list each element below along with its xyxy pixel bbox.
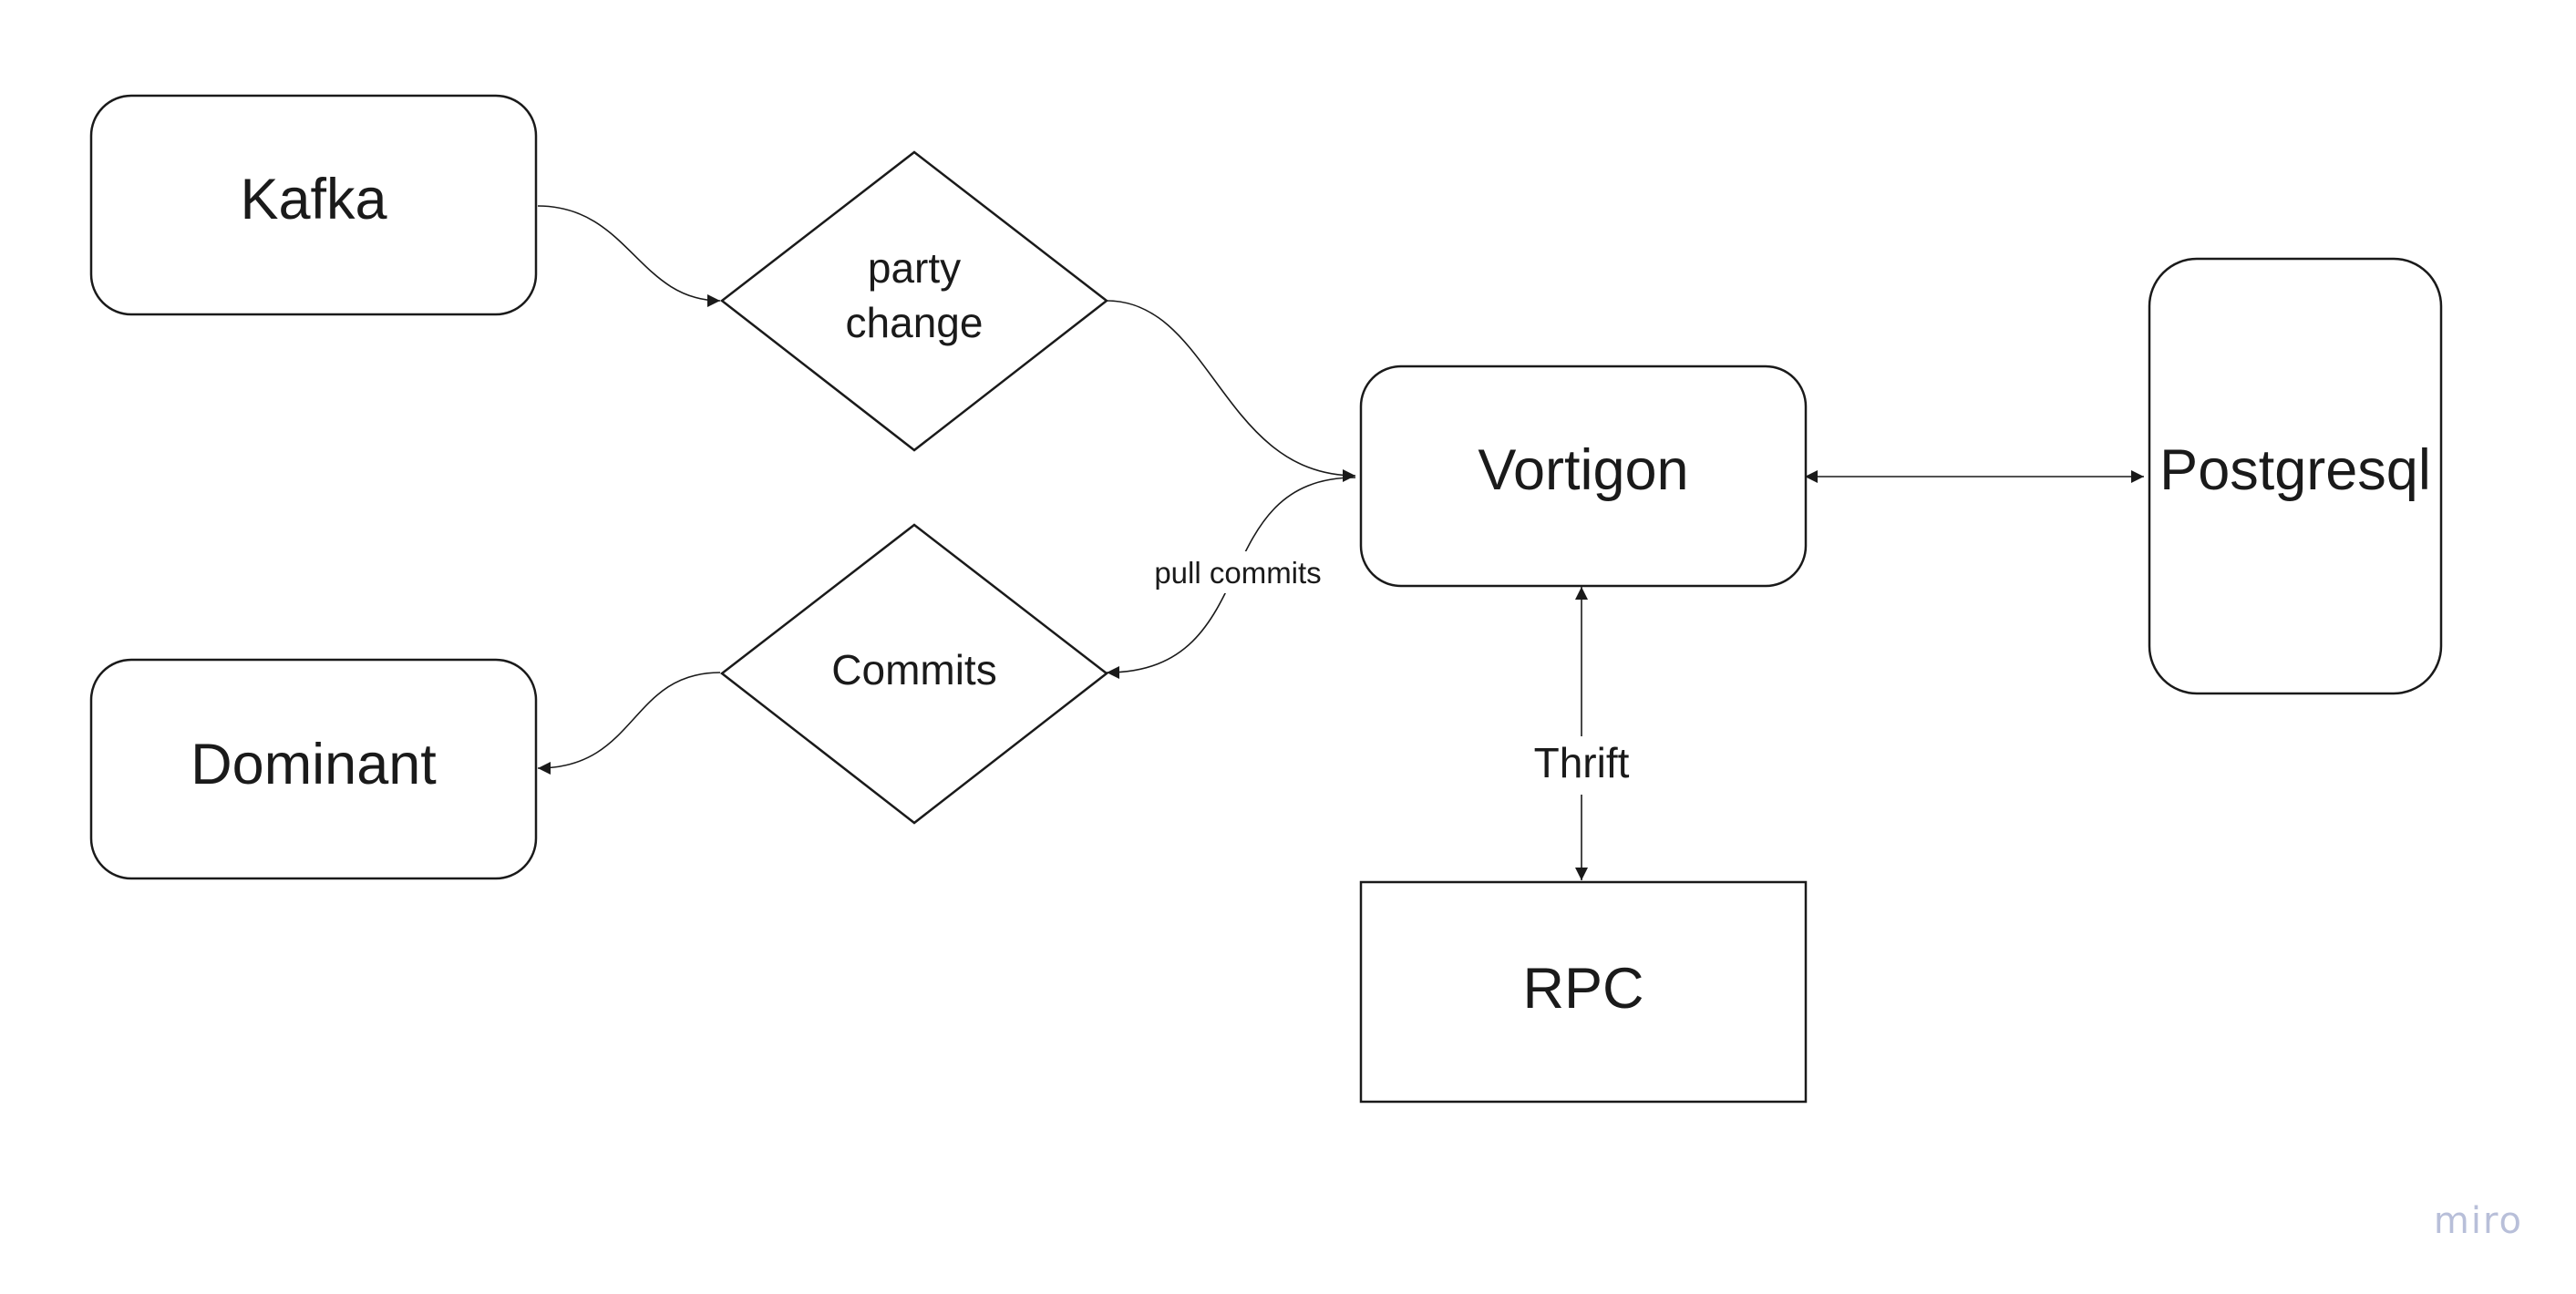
node-party-change-label-line2: change: [846, 299, 984, 346]
node-commits-label: Commits: [831, 646, 996, 693]
edge-commits-to-dominant: [537, 672, 721, 775]
miro-watermark: miro: [2434, 1200, 2523, 1242]
edge-kafka-to-party-change: [537, 205, 721, 307]
edge-label-pull-commits: pull commits: [1154, 556, 1321, 590]
edge-party-change-to-vortigon: [1106, 300, 1356, 482]
node-party-change[interactable]: party change: [719, 150, 1109, 452]
node-kafka-label: Kafka: [240, 168, 387, 231]
node-postgresql[interactable]: Postgresql: [2148, 257, 2443, 695]
node-kafka[interactable]: Kafka: [89, 94, 538, 316]
node-postgresql-label: Postgresql: [2159, 438, 2431, 502]
node-party-change-label-line1: party: [868, 244, 961, 292]
thrift-label-bg: [1522, 736, 1641, 795]
pull-commits-label-bg: [1156, 551, 1320, 593]
node-commits[interactable]: Commits: [719, 523, 1109, 825]
node-dominant[interactable]: Dominant: [89, 658, 538, 880]
node-dominant-label: Dominant: [191, 733, 437, 796]
node-rpc-label: RPC: [1522, 957, 1643, 1021]
node-vortigon[interactable]: Vortigon: [1359, 365, 1808, 588]
node-vortigon-label: Vortigon: [1478, 438, 1688, 502]
node-rpc[interactable]: RPC: [1359, 880, 1808, 1104]
edge-label-thrift: Thrift: [1534, 739, 1630, 786]
